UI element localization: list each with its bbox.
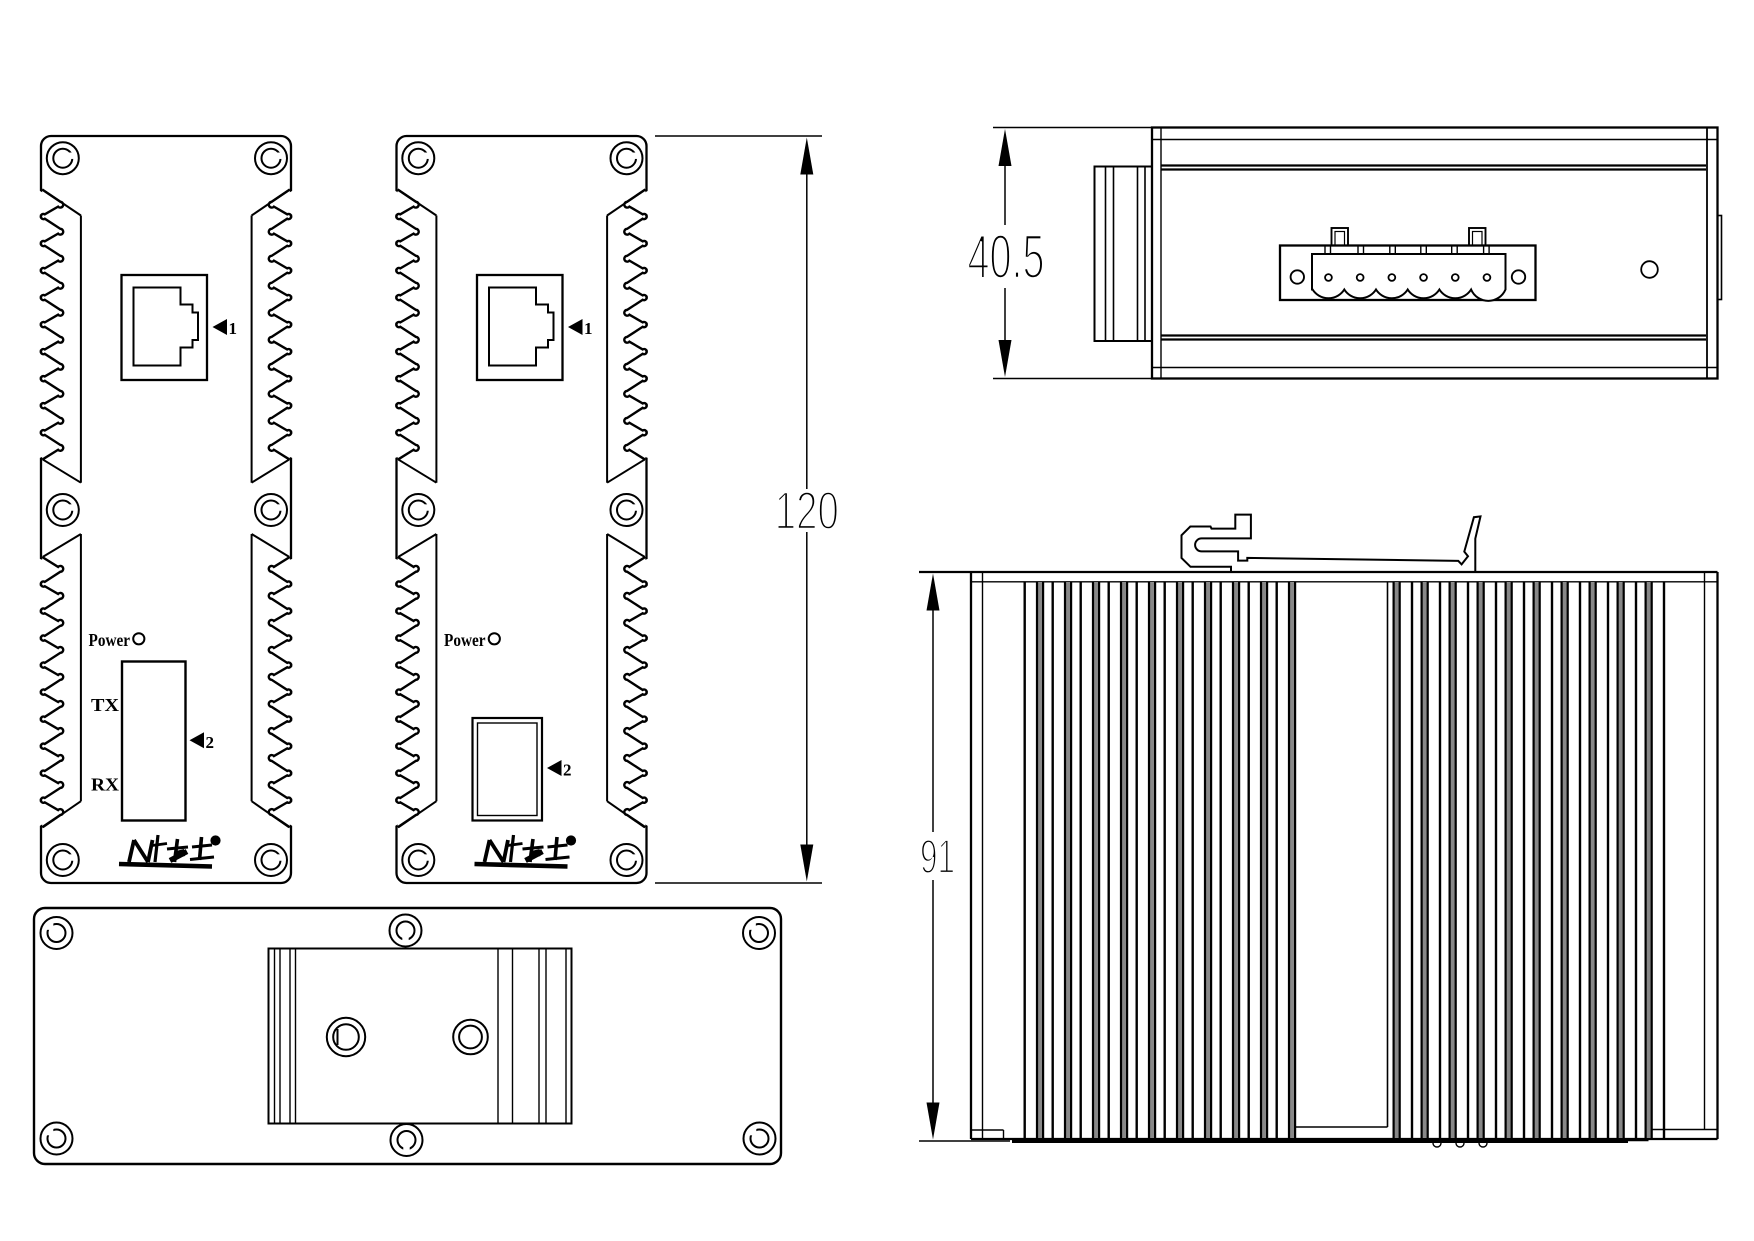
svg-text:91: 91: [920, 831, 955, 884]
svg-text:RX: RX: [91, 775, 119, 795]
svg-text:1: 1: [584, 319, 593, 338]
svg-text:40.5: 40.5: [968, 223, 1045, 292]
svg-text:Power: Power: [444, 630, 486, 650]
svg-text:Power: Power: [89, 630, 131, 650]
svg-text:120: 120: [775, 481, 839, 541]
svg-text:TX: TX: [91, 695, 119, 715]
svg-text:2: 2: [563, 761, 572, 780]
svg-text:1: 1: [229, 319, 238, 338]
svg-text:2: 2: [206, 733, 215, 752]
